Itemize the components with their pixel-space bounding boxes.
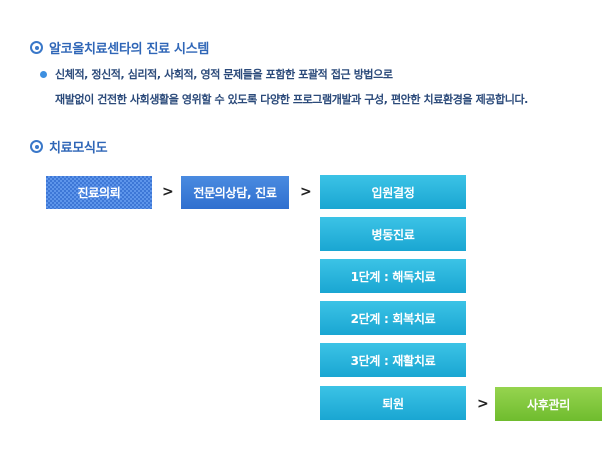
arrow-right-icon: >	[300, 184, 312, 200]
section-title-diagram-text: 치료모식도	[49, 141, 108, 156]
arrow-right-icon: >	[162, 184, 174, 200]
section-title-diagram: 치료모식도	[30, 137, 108, 156]
flow-step-aftercare: 사후관리	[495, 387, 602, 421]
target-circle-icon	[30, 41, 43, 54]
flow-stage-discharge: 퇴원	[320, 386, 466, 420]
flow-stage-ward-care: 병동진료	[320, 217, 466, 251]
flow-step-consultation: 전문의상담, 진료	[181, 176, 289, 209]
flow-step-referral: 진료의뢰	[46, 176, 152, 209]
flow-stage-admission: 입원결정	[320, 175, 466, 209]
flow-stage-rehab: 3단계 : 재활치료	[320, 343, 466, 377]
section-title-system-text: 알코올치료센타의 진료 시스템	[49, 42, 210, 57]
flow-stage-recovery: 2단계 : 회복치료	[320, 301, 466, 335]
target-circle-icon	[30, 140, 43, 153]
flow-stage-detox: 1단계 : 해독치료	[320, 259, 466, 293]
description-bullet: 신체적, 정신적, 심리적, 사회적, 영적 문제들을 포함한 포괄적 접근 방…	[40, 66, 393, 82]
description-line-1: 신체적, 정신적, 심리적, 사회적, 영적 문제들을 포함한 포괄적 접근 방…	[55, 68, 393, 81]
bullet-dot-icon	[40, 70, 47, 78]
section-title-system: 알코올치료센타의 진료 시스템	[30, 38, 209, 57]
arrow-right-icon: >	[477, 396, 489, 412]
description-line-2: 재발없이 건전한 사회생활을 영위할 수 있도록 다양한 프로그램개발과 구성,…	[55, 93, 528, 106]
